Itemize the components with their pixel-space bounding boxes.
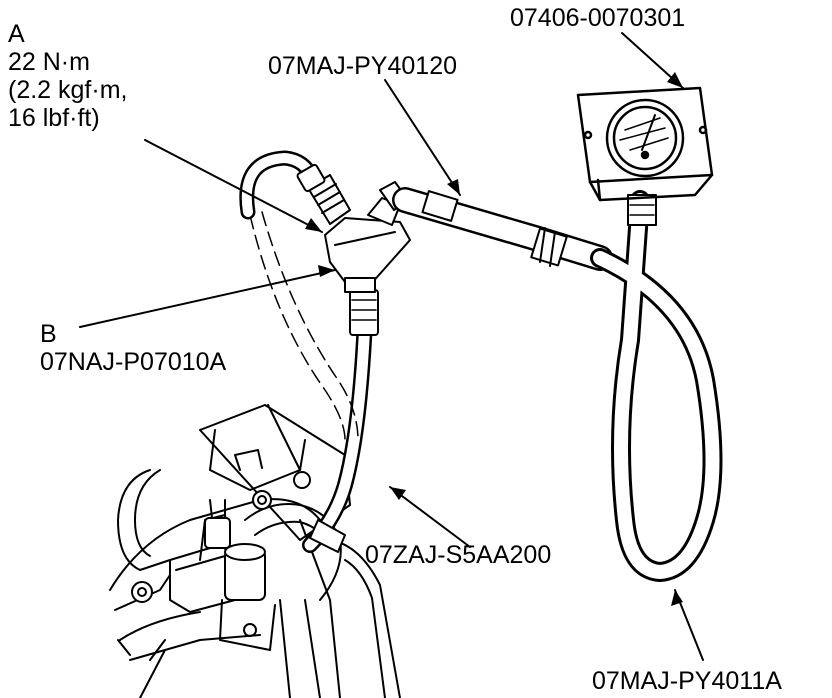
leader-arrowheads: [305, 72, 683, 606]
callout-b-letter: B: [40, 320, 57, 348]
leader-adapter-hose: [384, 79, 461, 196]
adapter-hose-07maj-py40120: [392, 187, 613, 271]
gauge-part-label: 07406-0070301: [510, 4, 686, 32]
leader-b: [79, 269, 336, 328]
leader-a: [144, 139, 323, 233]
fuel-hose-part-label: 07ZAJ-S5AA200: [365, 541, 552, 569]
gauge-hose-07maj-py4011a: [590, 190, 723, 582]
leader-fuel-hose: [389, 486, 471, 548]
leader-lines: [79, 32, 704, 661]
callout-b-part: 07NAJ-P07010A: [40, 348, 227, 376]
adapter-hose-part-label: 07MAJ-PY40120: [268, 52, 458, 80]
fuel-hose-07zaj: [302, 289, 379, 553]
engine-assembly: [109, 404, 401, 698]
callout-a: A 22 N·m (2.2 kgf·m, 16 lbf·ft): [8, 20, 127, 132]
torque-kgfm: (2.2 kgf·m,: [8, 76, 128, 104]
callout-a-letter: A: [8, 20, 25, 48]
torque-lbfft: 16 lbf·ft): [8, 104, 100, 132]
curved-return-hose: [239, 150, 320, 220]
removed-hose-dashed: [249, 211, 359, 441]
gauge-hose-part-label: 07MAJ-PY4011A: [592, 667, 782, 695]
pressure-gauge: [576, 86, 714, 202]
callout-b: B 07NAJ-P07010A: [40, 320, 226, 376]
torque-nm: 22 N·m: [8, 48, 90, 76]
